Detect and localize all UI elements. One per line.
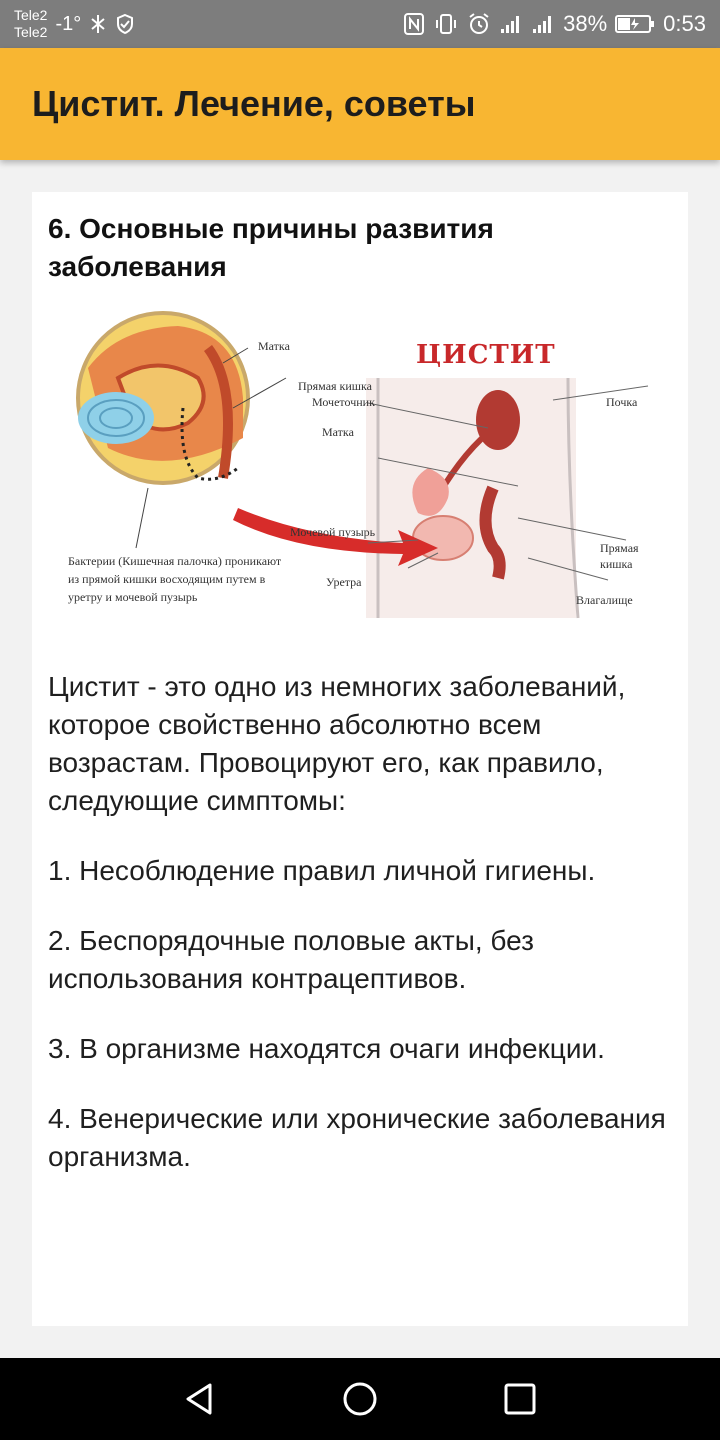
signal-2-icon bbox=[531, 13, 555, 35]
navigation-bar bbox=[0, 1358, 720, 1440]
label-rectum: Прямая кишка bbox=[600, 541, 639, 571]
battery-percent: 38% bbox=[563, 11, 608, 36]
vibrate-icon bbox=[433, 12, 459, 36]
article-card: 6. Основные причины развития заболевания bbox=[32, 192, 688, 1326]
status-right: 38% 0:53 bbox=[403, 11, 706, 37]
carrier-2: Tele2 bbox=[14, 24, 48, 40]
anatomy-drawing bbox=[76, 311, 649, 619]
battery-charging-icon bbox=[615, 14, 655, 34]
label-bladder: Мочевой пузырь bbox=[290, 525, 376, 539]
alarm-icon bbox=[467, 12, 491, 36]
label-ureter: Мочеточник bbox=[312, 395, 375, 409]
paragraph-intro: Цистит - это одно из немногих заболевани… bbox=[48, 671, 626, 816]
shield-check-icon bbox=[115, 13, 135, 35]
signal-icon bbox=[499, 13, 523, 35]
label-kidney: Почка bbox=[606, 395, 638, 409]
label-rectum-top: Прямая кишка bbox=[298, 379, 373, 393]
cystitis-illustration: ЦИСТИТ Матка Прямая кишка Мочеточник Мат… bbox=[48, 308, 672, 650]
weather-icon bbox=[89, 13, 107, 35]
label-urethra: Уретра bbox=[326, 575, 362, 589]
label-uterus: Матка bbox=[322, 425, 354, 439]
clock: 0:53 bbox=[663, 11, 706, 36]
figure-caption: Бактерии (Кишечная палочка) проникают из… bbox=[68, 554, 282, 604]
carrier-1: Tele2 bbox=[14, 7, 48, 23]
label-uterus-top: Матка bbox=[258, 339, 290, 353]
app-bar: Цистит. Лечение, советы bbox=[0, 48, 720, 160]
app-title: Цистит. Лечение, советы bbox=[32, 83, 476, 124]
carrier-block: Tele2 Tele2 bbox=[14, 7, 47, 41]
nfc-icon bbox=[403, 12, 425, 36]
article-body: Цистит - это одно из немногих заболевани… bbox=[48, 668, 672, 1176]
home-icon[interactable] bbox=[330, 1369, 390, 1429]
list-item-1: 1. Несоблюдение правил личной гигиены. bbox=[48, 855, 596, 886]
back-icon[interactable] bbox=[170, 1369, 230, 1429]
list-item-2: 2. Беспорядочные половые акты, без испол… bbox=[48, 925, 534, 994]
figure-title: ЦИСТИТ bbox=[416, 340, 556, 370]
list-item-4: 4. Венерические или хронические заболева… bbox=[48, 1103, 666, 1172]
status-bar: Tele2 Tele2 -1° 38% 0:53 bbox=[0, 0, 720, 48]
status-left: Tele2 Tele2 -1° bbox=[14, 7, 135, 41]
temperature: -1° bbox=[55, 12, 82, 35]
recents-icon[interactable] bbox=[490, 1369, 550, 1429]
label-vagina: Влагалище bbox=[576, 593, 633, 607]
list-item-3: 3. В организме находятся очаги инфекции. bbox=[48, 1033, 605, 1064]
section-title: 6. Основные причины развития заболевания bbox=[48, 213, 494, 282]
